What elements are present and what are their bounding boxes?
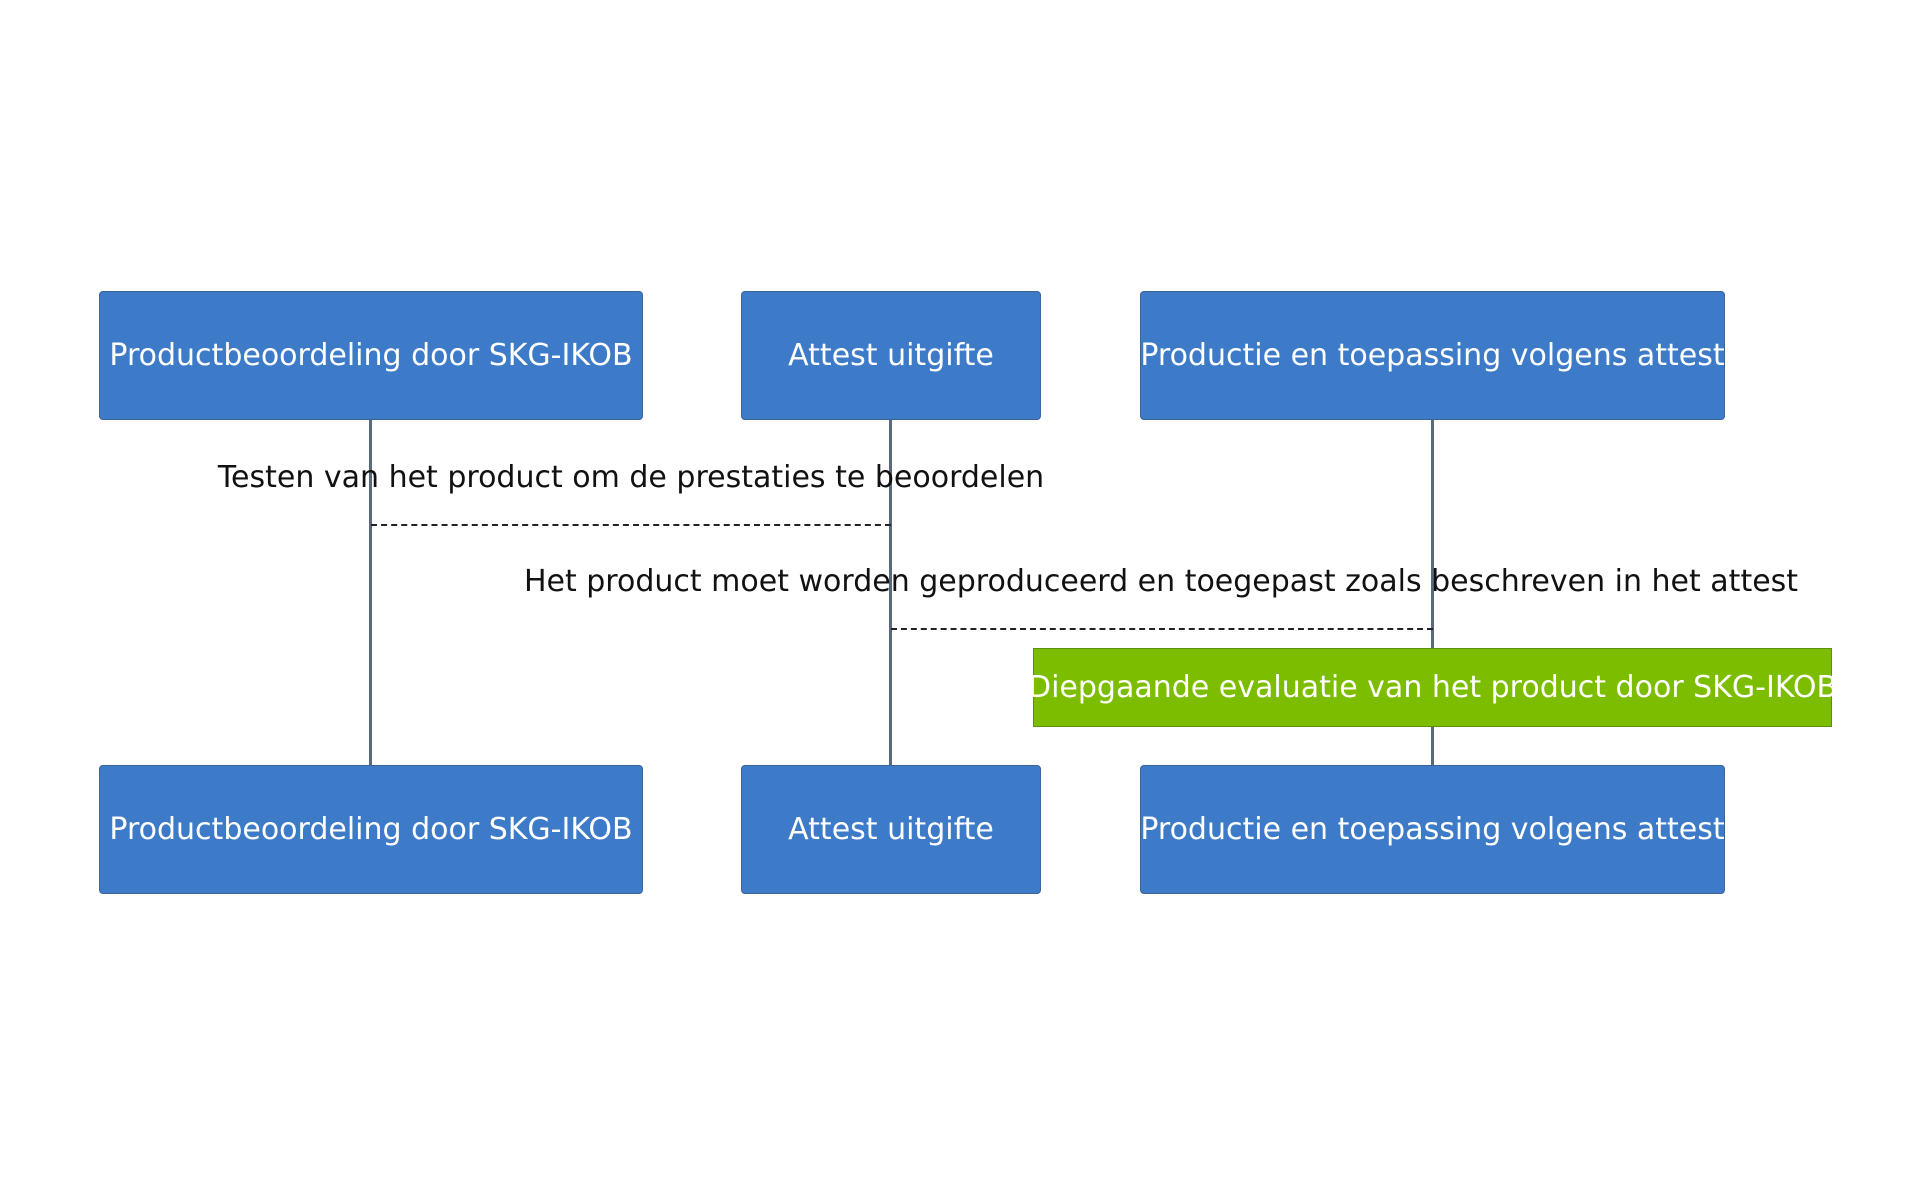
note-text: Diepgaande evaluatie van het product doo…	[1027, 670, 1838, 705]
lifeline-attest	[889, 420, 892, 766]
lifeline-beoordeling	[369, 420, 372, 766]
actor-label: Attest uitgifte	[788, 812, 994, 847]
note-over-productie: Diepgaande evaluatie van het product doo…	[1028, 648, 1837, 727]
message-label-1: Testen van het product om de prestaties …	[217, 460, 1045, 495]
message-line-1	[371, 524, 891, 526]
actor-top-productie: Productie en toepassing volgens attest	[1140, 291, 1725, 420]
actor-label: Productbeoordeling door SKG-IKOB	[109, 338, 633, 373]
message-line-2	[891, 628, 1433, 630]
actor-top-attest: Attest uitgifte	[741, 291, 1041, 420]
message-label-2: Het product moet worden geproduceerd en …	[523, 564, 1799, 599]
actor-bottom-productie: Productie en toepassing volgens attest	[1140, 765, 1725, 894]
lifeline-productie	[1431, 420, 1434, 766]
actor-label: Attest uitgifte	[788, 338, 994, 373]
actor-bottom-beoordeling: Productbeoordeling door SKG-IKOB	[99, 765, 643, 894]
actor-label: Productie en toepassing volgens attest	[1140, 338, 1725, 373]
actor-label: Productie en toepassing volgens attest	[1140, 812, 1725, 847]
actor-top-beoordeling: Productbeoordeling door SKG-IKOB	[99, 291, 643, 420]
actor-bottom-attest: Attest uitgifte	[741, 765, 1041, 894]
actor-label: Productbeoordeling door SKG-IKOB	[109, 812, 633, 847]
